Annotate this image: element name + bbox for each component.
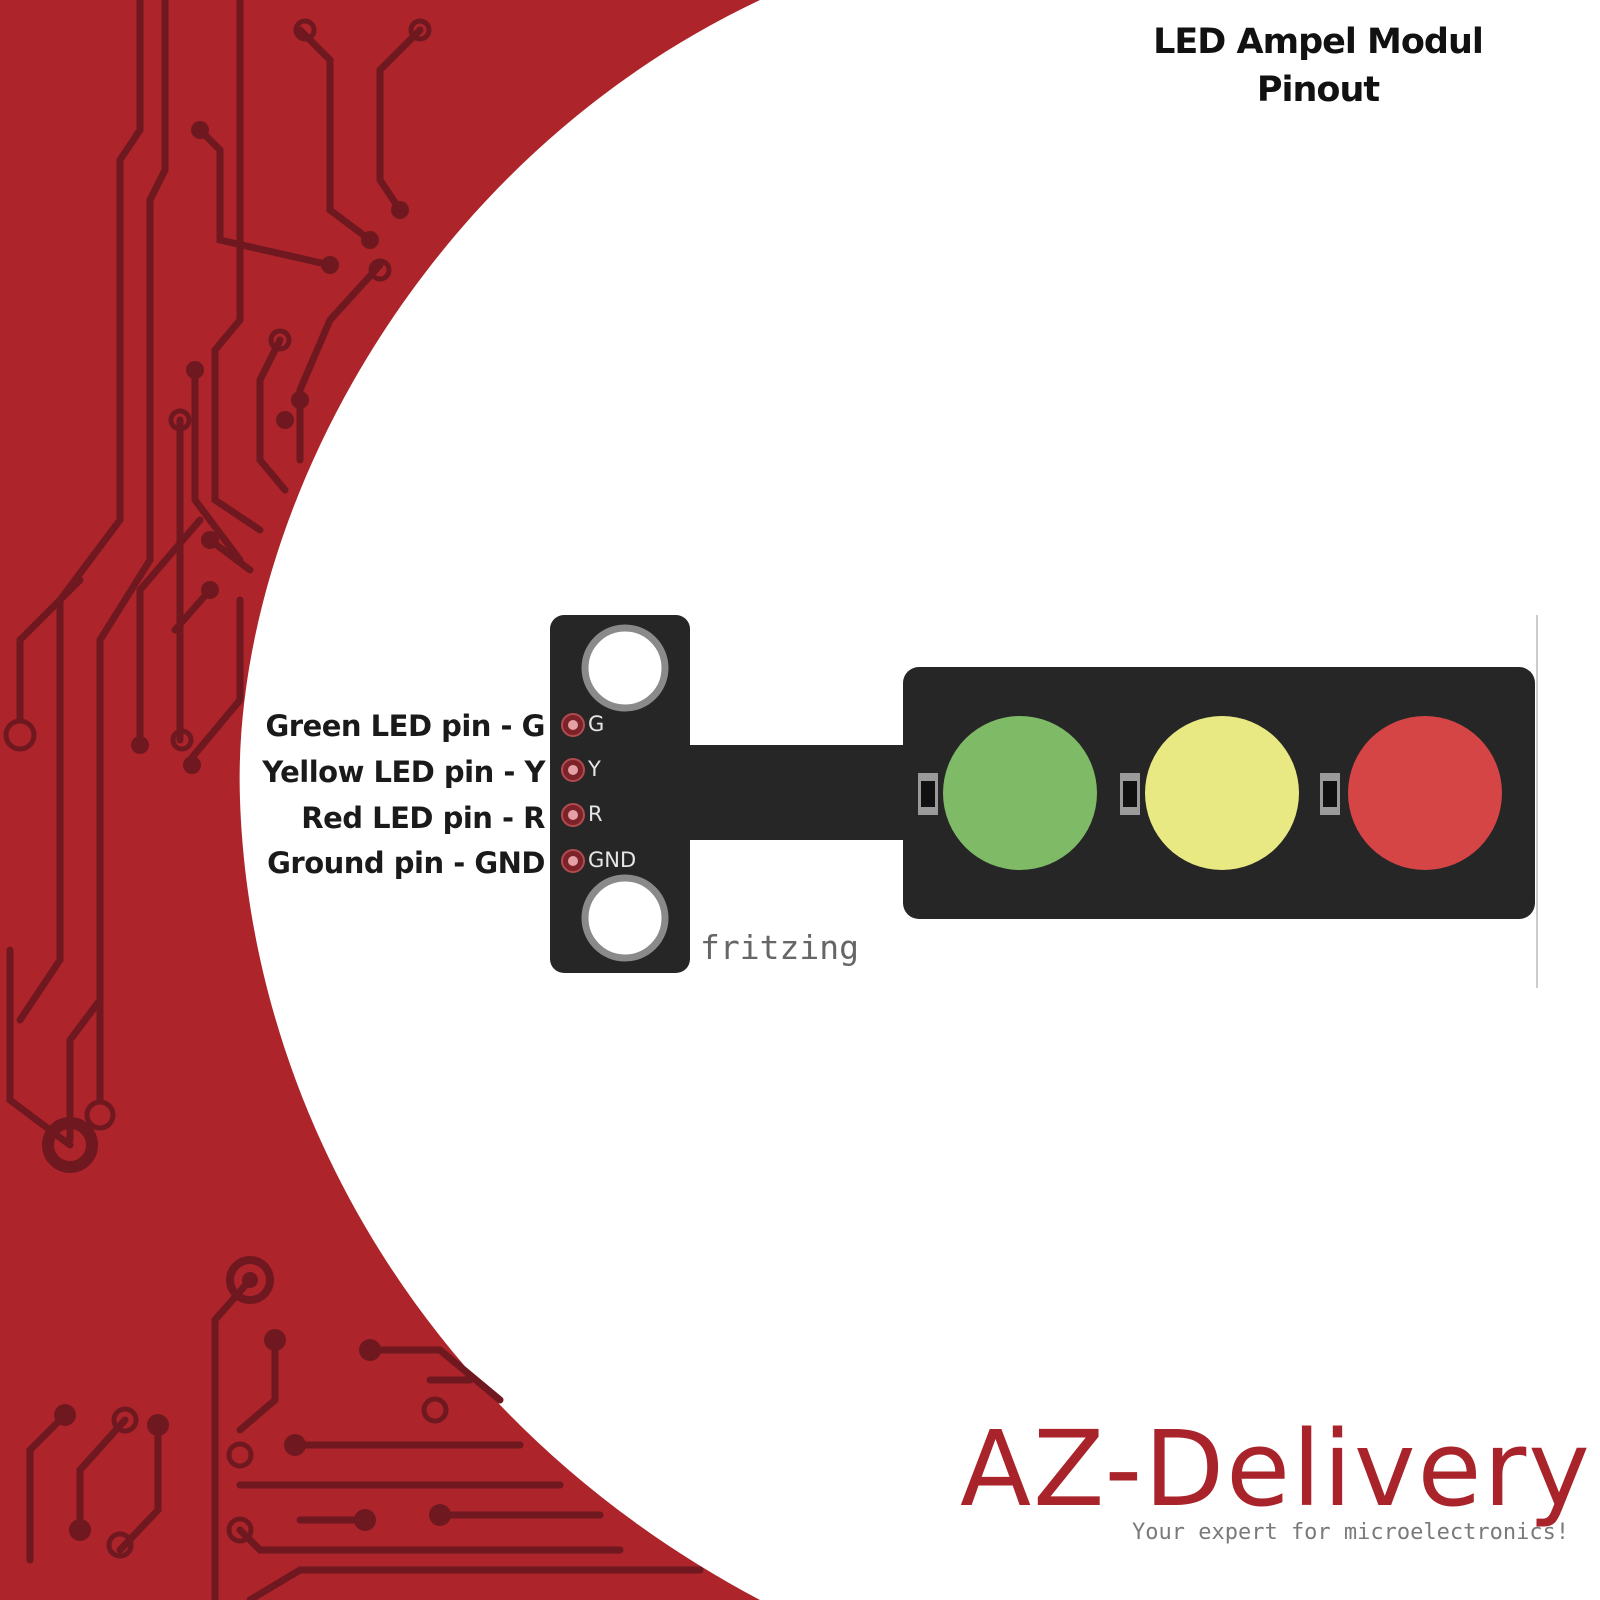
title-line-1: LED Ampel Modul bbox=[1153, 22, 1484, 62]
circuit-ring-large bbox=[42, 1117, 98, 1173]
led-red bbox=[1348, 716, 1502, 870]
mounting-hole-bottom bbox=[581, 874, 669, 962]
pin-name-g: G bbox=[588, 712, 605, 736]
pin-label-green: Green LED pin - G bbox=[265, 709, 545, 743]
board-header bbox=[550, 615, 690, 973]
circuit-nodes bbox=[54, 121, 451, 1541]
title-line-2: Pinout bbox=[1256, 70, 1380, 110]
circuit-rings bbox=[3, 18, 449, 1559]
circuit-ring-large bbox=[226, 1256, 274, 1304]
fritzing-watermark: fritzing bbox=[700, 928, 859, 967]
smd-resistors bbox=[918, 773, 1340, 815]
brand-tagline: Your expert for microelectronics! bbox=[1132, 1520, 1570, 1545]
pin-name-r: R bbox=[588, 802, 603, 826]
pin-name-y: Y bbox=[588, 757, 601, 781]
az-delivery-logo: AZ-Delivery bbox=[960, 1408, 1592, 1530]
led-module bbox=[550, 615, 1535, 973]
board-neck bbox=[680, 745, 910, 840]
pin-pad-centers bbox=[568, 720, 578, 866]
led-green bbox=[943, 716, 1097, 870]
mounting-hole-top bbox=[581, 624, 669, 712]
pin-label-red: Red LED pin - R bbox=[301, 801, 545, 835]
led-yellow bbox=[1145, 716, 1299, 870]
pin-label-ground: Ground pin - GND bbox=[267, 846, 545, 880]
red-circuit-panel bbox=[0, 0, 760, 1600]
pin-label-yellow: Yellow LED pin - Y bbox=[262, 755, 545, 789]
pin-name-gnd: GND bbox=[588, 848, 637, 872]
circuit-ring-center bbox=[242, 1272, 258, 1288]
